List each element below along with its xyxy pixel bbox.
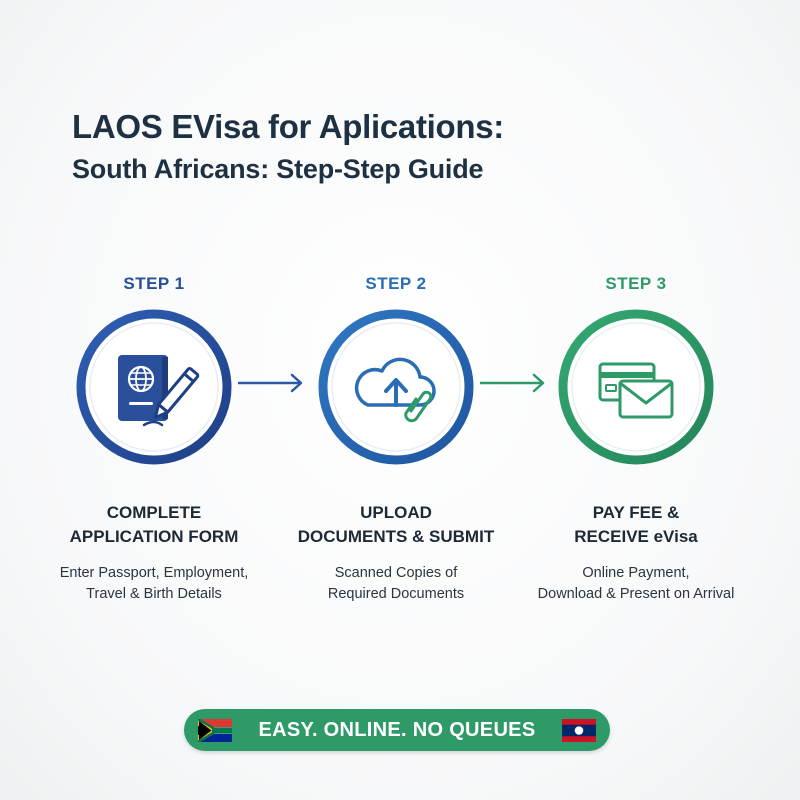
step-3-label: STEP 3 [605, 274, 667, 293]
laos-flag-icon [562, 719, 596, 742]
step-1-desc-line2: Travel & Birth Details [86, 586, 222, 602]
step-2-heading: UPLOAD DOCUMENTS & SUBMIT [266, 501, 526, 549]
page-title: LAOS EVisa for Aplications: [72, 108, 504, 145]
step-1-desc-line1: Enter Passport, Employment, [59, 565, 249, 581]
step-2-circle [316, 307, 476, 467]
step-1-description: Enter Passport, Employment, Travel & Bir… [24, 563, 284, 605]
step-1: STEP 1 [24, 272, 284, 605]
step-3-circle [556, 307, 716, 467]
step-2-label: STEP 2 [365, 274, 427, 293]
step-3-heading: PAY FEE & RECEIVE eVisa [506, 501, 766, 549]
banner-text: EASY. ONLINE. NO QUEUES [258, 719, 536, 741]
step-3-desc-line1: Online Payment, [582, 565, 690, 581]
step-3: STEP 3 PAY FEE & RECEIVE eVisa Online Pa… [506, 272, 766, 605]
card-envelope-icon [558, 309, 714, 465]
cloud-upload-icon [318, 309, 474, 465]
step-2-desc-line1: Scanned Copies of [334, 565, 458, 581]
step-3-description: Online Payment, Download & Present on Ar… [506, 563, 766, 605]
step-3-desc-line2: Download & Present on Arrival [537, 586, 735, 602]
passport-pen-icon [76, 309, 232, 465]
step-2-heading-line2: DOCUMENTS & SUBMIT [297, 527, 495, 546]
tagline-banner: EASY. ONLINE. NO QUEUES [184, 709, 610, 751]
step-1-heading-line2: APPLICATION FORM [69, 527, 239, 546]
arrow-right-icon [480, 373, 545, 393]
south-africa-flag-icon [198, 719, 232, 742]
arrow-right-icon [238, 373, 303, 393]
step-2-desc-line2: Required Documents [327, 586, 465, 602]
step-2-heading-line1: UPLOAD [360, 503, 432, 522]
step-3-heading-line1: PAY FEE & [592, 503, 680, 522]
step-1-heading-line1: COMPLETE [106, 503, 202, 522]
step-2-description: Scanned Copies of Required Documents [266, 563, 526, 605]
page-subtitle: South Africans: Step-Step Guide [72, 154, 484, 184]
step-1-heading: COMPLETE APPLICATION FORM [24, 501, 284, 549]
step-1-label: STEP 1 [123, 274, 185, 293]
step-3-heading-line2: RECEIVE eVisa [574, 527, 698, 546]
step-2: STEP 2 UPLOAD DOCUMENTS & SUBMIT Scanned… [266, 272, 526, 605]
step-1-circle [74, 307, 234, 467]
